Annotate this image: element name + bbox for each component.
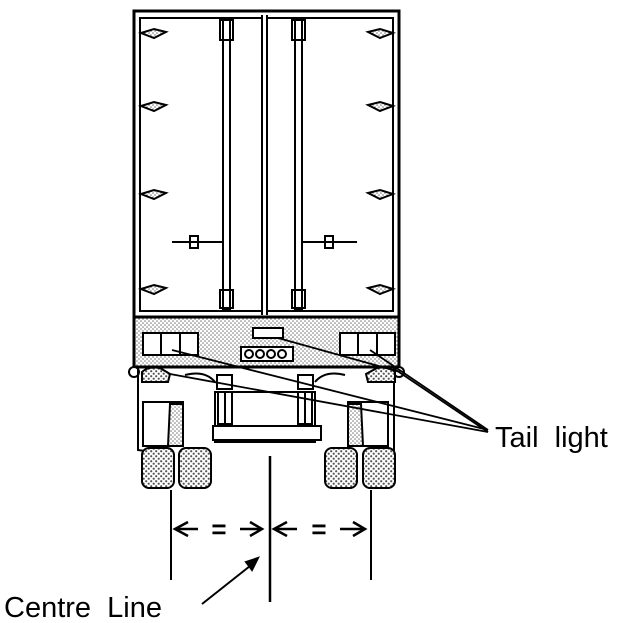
wheels-left [141,447,212,489]
license-plate [240,327,294,362]
spacing-equal-left: = [211,514,226,544]
upper-tyres [141,366,396,383]
centre-line-label: Centre Line [4,592,162,623]
wheels-right [324,447,396,489]
reference-lines [170,456,372,602]
tail-light-leader-lines [169,337,489,433]
mud-flap-right [347,401,389,447]
spacing-arrow-left [172,520,265,538]
tail-light-label: Tail light [495,422,608,454]
door-hinges-left [137,27,169,296]
centre-line-pointer [201,556,260,605]
door-hinges-right [365,27,397,296]
spacing-equal-right: = [311,514,326,544]
mud-flap-left [142,401,184,447]
tail-light-left [142,332,199,356]
door-lock-rods [172,17,357,311]
trailer-body [132,9,401,319]
tail-light-right [339,332,396,356]
axle-assembly [137,368,395,453]
spacing-arrow-right [271,520,368,538]
